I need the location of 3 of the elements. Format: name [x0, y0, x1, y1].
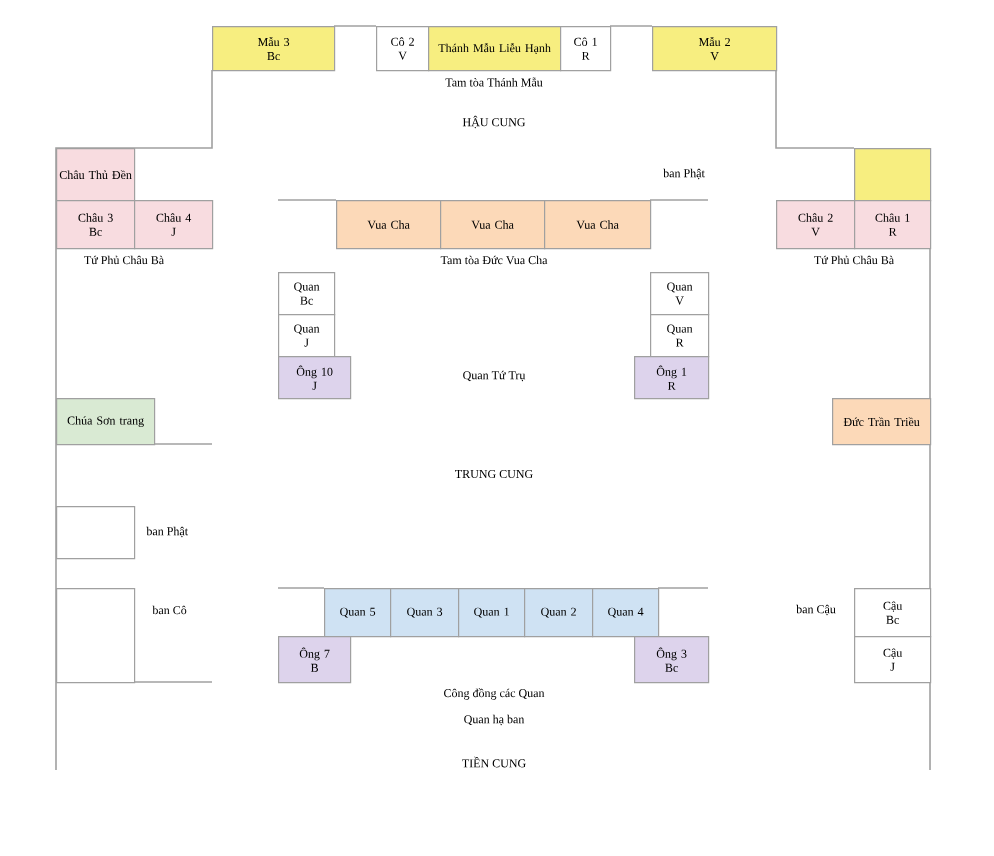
- empty-altar-box: [56, 506, 136, 560]
- empty-altar-box: [56, 588, 136, 684]
- empty-altar-box: [854, 148, 932, 202]
